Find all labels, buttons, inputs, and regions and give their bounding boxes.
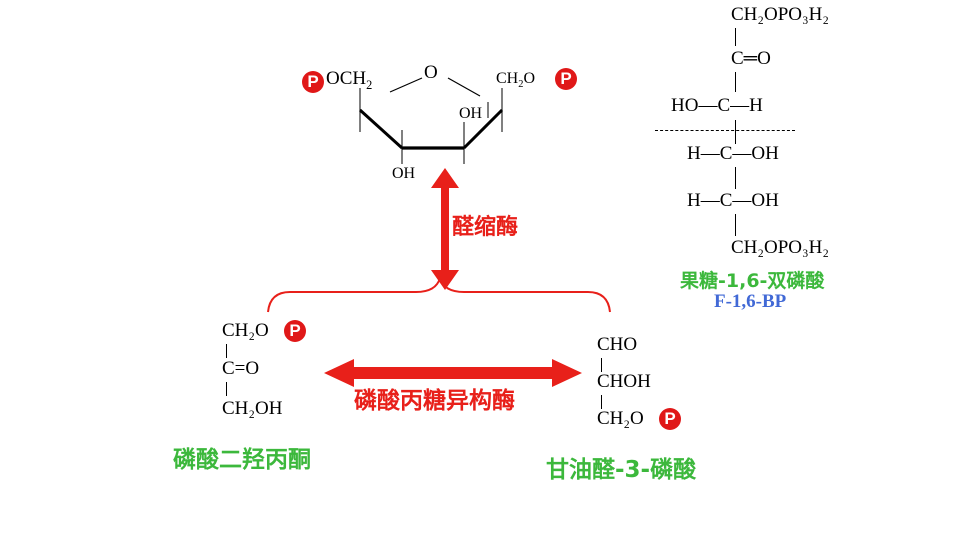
phosphate-circle-right: P <box>555 68 577 90</box>
phosphate-circle-left: P <box>302 71 324 93</box>
fbp-bond-4 <box>735 167 736 189</box>
g3p-name: 甘油醛-3-磷酸 <box>546 457 697 483</box>
g3p-row-1: CHO <box>597 334 638 355</box>
g3p-bond-2 <box>601 395 602 409</box>
dhap-name: 磷酸二羟丙酮 <box>173 447 311 473</box>
ring-bonds <box>358 77 504 164</box>
ring-oh-right: OH <box>459 105 483 122</box>
isomerase-arrow <box>324 359 582 387</box>
fbp-row-3: HO—C—H <box>671 95 763 116</box>
fbp-bond-2 <box>735 72 736 92</box>
bracket-brace <box>267 276 611 313</box>
g3p-bond-1 <box>601 358 602 372</box>
dhap-phosphate-circle: P <box>284 320 306 342</box>
dhap-row-3: CH₂OH <box>222 398 283 419</box>
fbp-bond-1 <box>735 28 736 46</box>
dhap-bond-1 <box>226 344 227 358</box>
fbp-name-cn: 果糖-1,6-双磷酸 <box>680 270 825 292</box>
g3p-row-2: CHOH <box>597 371 651 392</box>
ring-left-group: OCH2 <box>326 68 373 92</box>
ring-oxygen: O <box>424 62 438 83</box>
fbp-row-5: H—C—OH <box>687 190 779 211</box>
aldolase-label: 醛缩酶 <box>452 215 519 240</box>
aldolase-arrow <box>431 168 459 290</box>
ring-oh-bottom: OH <box>392 165 416 182</box>
fbp-bond-5 <box>735 214 736 236</box>
fbp-name-abbr: F-1,6-BP <box>714 291 787 312</box>
dhap-row-1: CH₂O <box>222 320 269 341</box>
fbp-row-1: CH₂OPO₃H₂ <box>731 4 829 25</box>
fbp-row-2: C═O <box>731 48 771 69</box>
fbp-cleavage-line <box>655 130 795 131</box>
dhap-row-2: C=O <box>222 358 260 379</box>
ring-right-group: CH2O <box>496 70 535 91</box>
fbp-row-4: H—C—OH <box>687 143 779 164</box>
fbp-row-6: CH₂OPO₃H₂ <box>731 237 829 258</box>
dhap-bond-2 <box>226 382 227 396</box>
fbp-bond-3 <box>735 120 736 144</box>
g3p-phosphate-circle: P <box>659 408 681 430</box>
isomerase-label: 磷酸丙糖异构酶 <box>354 388 515 414</box>
g3p-row-3: CH₂O <box>597 408 644 429</box>
